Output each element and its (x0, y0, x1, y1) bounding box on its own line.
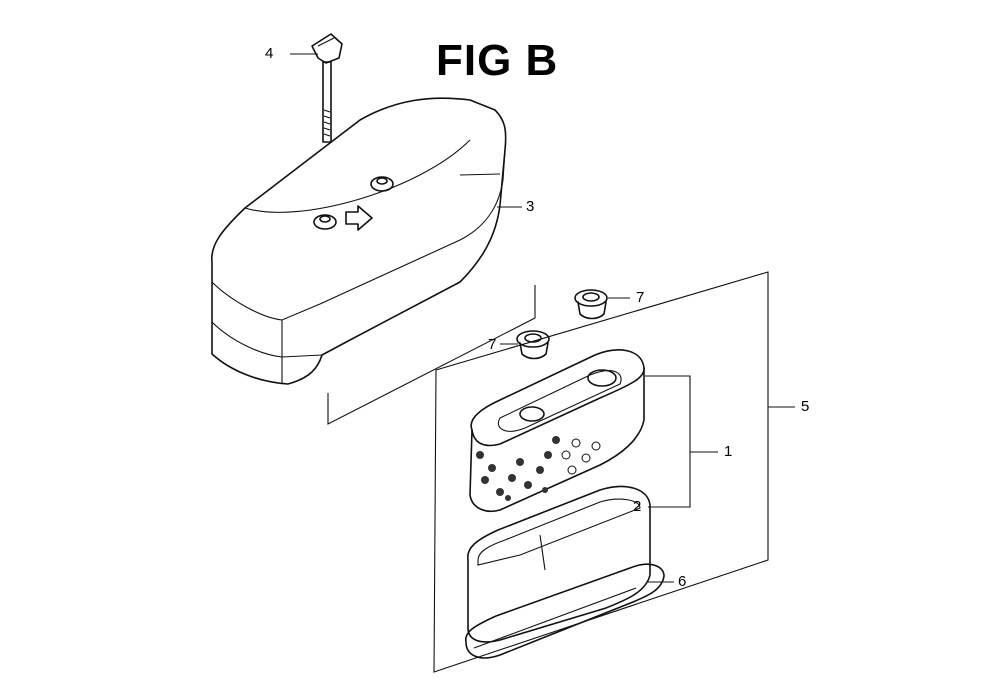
assembly-bracket-left (327, 285, 536, 425)
callout-7-lower: 7 (488, 336, 497, 353)
part-1-paper-element (469, 349, 645, 512)
callout-1: 1 (724, 443, 733, 460)
part-4-wing-bolt (311, 33, 343, 143)
callout-5: 5 (801, 398, 810, 415)
callout-4: 4 (265, 45, 274, 62)
callout-3: 3 (526, 198, 535, 215)
part-6-gasket (465, 563, 665, 659)
leader-1 (645, 375, 718, 508)
part-3-air-cleaner-cover (211, 97, 507, 385)
part-7-grommet-upper (574, 289, 608, 320)
figure-title: FIG B (436, 36, 559, 85)
callout-2: 2 (633, 498, 642, 515)
callout-6: 6 (678, 573, 687, 590)
assembly-box-5 (433, 271, 769, 673)
callout-7-upper: 7 (636, 289, 645, 306)
part-7-grommet-lower (516, 330, 550, 360)
part-2-foam-element (467, 485, 651, 643)
